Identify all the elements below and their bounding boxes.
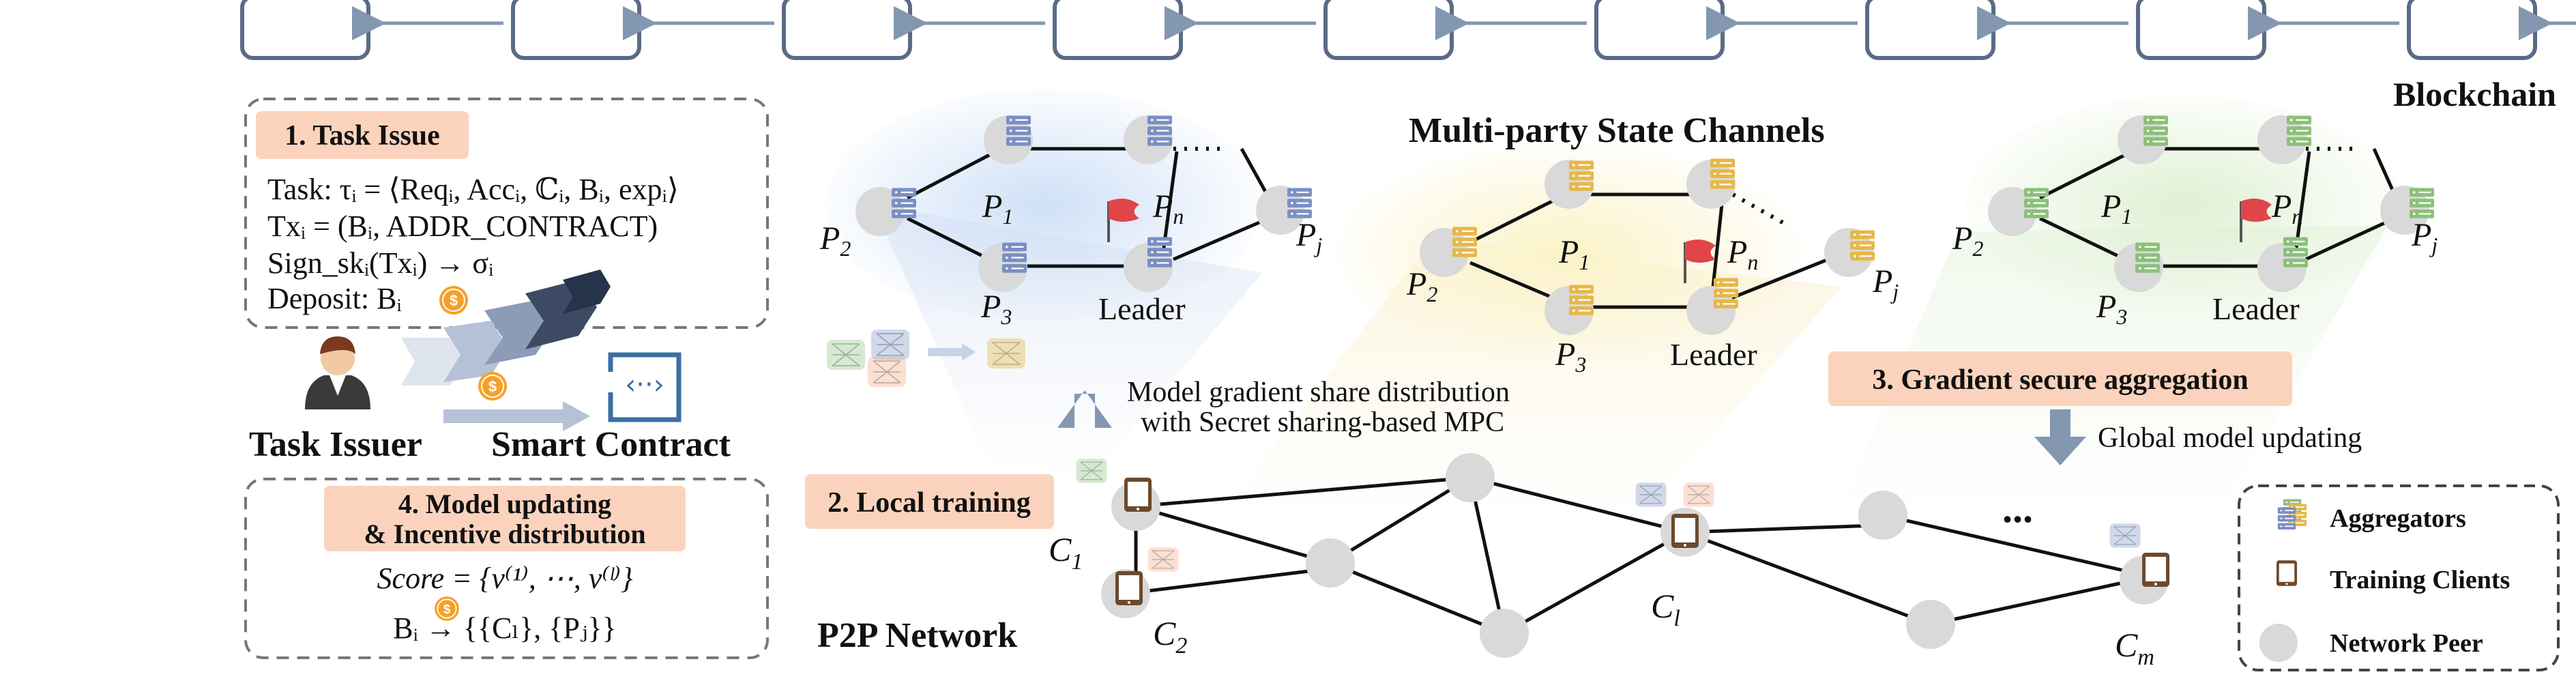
channel-group-yellow [1337,143,1875,362]
blockchain-label: Blockchain [2393,75,2556,113]
task-issue-line1: Task: τᵢ = ⟨Reqᵢ, Accᵢ, ℂᵢ, Bᵢ, expᵢ⟩ [267,173,679,206]
legend-training-clients-icon [2277,560,2297,586]
label-pj-g1: Pj [1296,217,1322,257]
task-issuer-label: Task Issuer [249,425,422,464]
client-cl-tablet-icon [1671,514,1699,548]
person-icon [305,336,370,409]
leader-label-g3: Leader [2212,291,2300,326]
transfer-coin-icon [478,371,508,401]
leader-label-g1: Leader [1098,291,1186,326]
smart-contract-label: Smart Contract [491,425,731,464]
client-c2-tablet-icon [1115,571,1143,605]
distribution-coin-icon [434,596,460,622]
local-training-bg [805,474,1054,529]
label-pn-g2: Pn [1727,234,1758,274]
label-cm: Cm [2115,626,2154,670]
legend-aggregators-icon [2277,499,2307,530]
block-9 [2407,0,2537,60]
share-line2: with Secret sharing-based MPC [1141,407,1504,438]
legend-training-clients-label: Training Clients [2330,566,2510,594]
model-update-box [244,478,769,659]
block-4 [1053,0,1183,60]
model-update-heading-1: 4. Model updating [398,489,611,519]
client-labels: C1 C2 Cl Cm [1049,530,2154,670]
smart-contract-icon: ‹··› [607,352,682,422]
label-pj-g2: Pj [1872,263,1899,304]
label-c1: C1 [1049,530,1083,575]
task-issue-heading-bg [256,111,469,159]
block-2 [511,0,641,60]
local-training-label: 2. Local training [828,487,1031,519]
task-issue-heading: 1. Task Issue [284,120,440,151]
global-update-down-arrow [2034,409,2086,465]
chevron-arrows-icon [401,270,611,386]
label-pj-g3: Pj [2411,217,2438,257]
leader-labels: Leader Leader Leader [1098,291,2300,372]
aggregation-bg [1828,351,2292,406]
share-line1: Model gradient share distribution [1127,377,1510,408]
client-cm-tablet-icon [2142,553,2169,587]
aggregation-label: 3. Gradient secure aggregation [1872,364,2248,396]
leader-label-g2: Leader [1670,337,1757,372]
legend-box [2238,484,2560,671]
legend-network-peer-icon [2259,624,2298,662]
model-update-heading-bg [324,486,686,551]
share-up-arrow [1057,390,1112,428]
block-5 [1323,0,1454,60]
model-update-distribution: Bᵢ → {{Cₗ}, {Pⱼ}} [393,611,616,645]
label-p1-g2: P1 [1558,234,1590,274]
client-model-icons [1076,459,2141,572]
block-6 [1594,0,1725,60]
block-7 [1865,0,1995,60]
svg-text:‹··›: ‹··› [625,369,664,401]
legend-network-peer-label: Network Peer [2330,629,2483,658]
channel-group-green [1965,96,2434,314]
p2p-label: P2P Network [817,616,1017,655]
p2p-links [1125,476,2136,635]
label-cl: Cl [1651,587,1680,631]
model-update-heading-2: & Incentive distribution [364,519,645,549]
task-issue-line4: Deposit: Bᵢ [267,282,402,315]
legend-aggregators-label: Aggregators [2330,504,2466,533]
p2p-ellipsis: ... [2002,486,2033,531]
task-issue-line3: Sign_skᵢ(Txᵢ) → σᵢ [267,246,493,280]
blockchain [240,0,2576,60]
block-8 [2136,0,2266,60]
issuer-to-contract-arrow [443,401,590,431]
task-issue-line2: Txᵢ = (Bᵢ, ADDR_CONTRACT) [267,209,658,243]
client-c1-tablet-icon [1124,478,1152,512]
channels-title: Multi-party State Channels [1409,111,1825,150]
channel-group-blue [825,89,1312,321]
model-update-score: Score = {v⁽¹⁾, ⋯, v⁽ˡ⁾} [377,562,633,595]
gradient-share-icon [827,330,1025,387]
global-update-label: Global model updating [2098,422,2362,454]
block-3 [782,0,912,60]
deposit-coin-icon [439,285,469,315]
label-c2: C2 [1153,614,1187,658]
block-1 [240,0,370,60]
